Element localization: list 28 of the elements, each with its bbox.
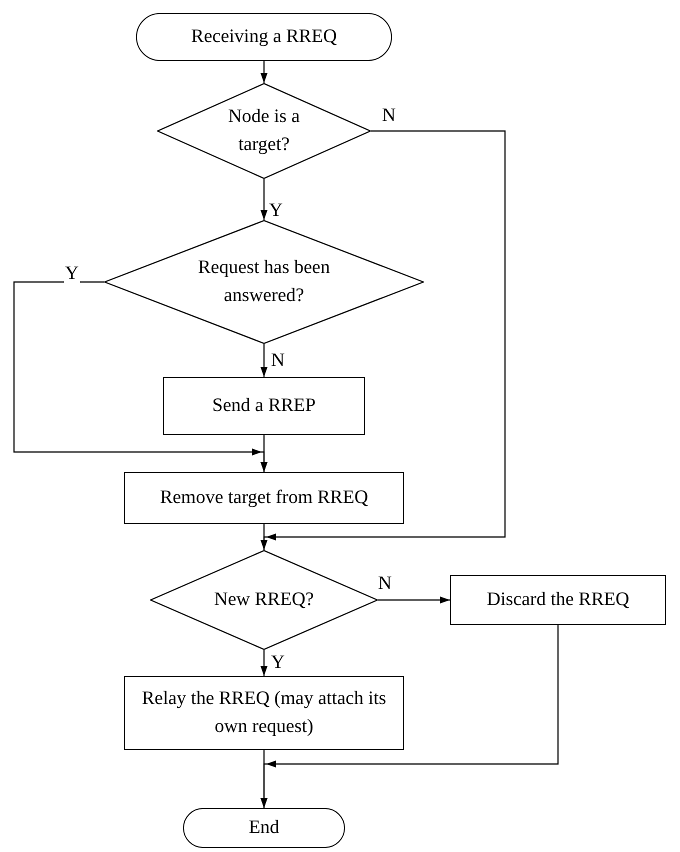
arrow: [260, 650, 268, 676]
node-text: Receiving a RREQ: [190, 25, 338, 49]
node-text: Request has been answered?: [197, 256, 331, 308]
process-box: [450, 575, 666, 625]
node-text: Discard the RREQ: [486, 588, 630, 612]
node-text: Remove target from RREQ: [158, 486, 370, 510]
terminal-shape: [183, 808, 345, 848]
node-text: End: [248, 816, 280, 840]
node-text: Node is a target?: [227, 105, 301, 157]
connector-line: [263, 524, 265, 550]
arrow: [260, 179, 268, 220]
arrow: [260, 344, 268, 377]
process-box: [124, 472, 404, 524]
edge-label: Y: [64, 264, 80, 284]
node-text: Send a RREP: [211, 394, 317, 418]
terminal-shape: [136, 13, 392, 61]
arrow: [260, 130, 506, 550]
process-box: [163, 377, 365, 435]
arrow: [260, 435, 268, 472]
node-text: Relay the RREQ (may attach its own request): [140, 687, 388, 739]
decision-diamond: [104, 220, 424, 344]
decision-diamond: [157, 83, 371, 179]
process-box: [124, 676, 404, 750]
decision-diamond: [150, 550, 378, 650]
node-text: New RREQ?: [213, 588, 315, 612]
arrow: [378, 596, 450, 604]
arrow: [260, 625, 559, 808]
arrow: [260, 61, 268, 83]
